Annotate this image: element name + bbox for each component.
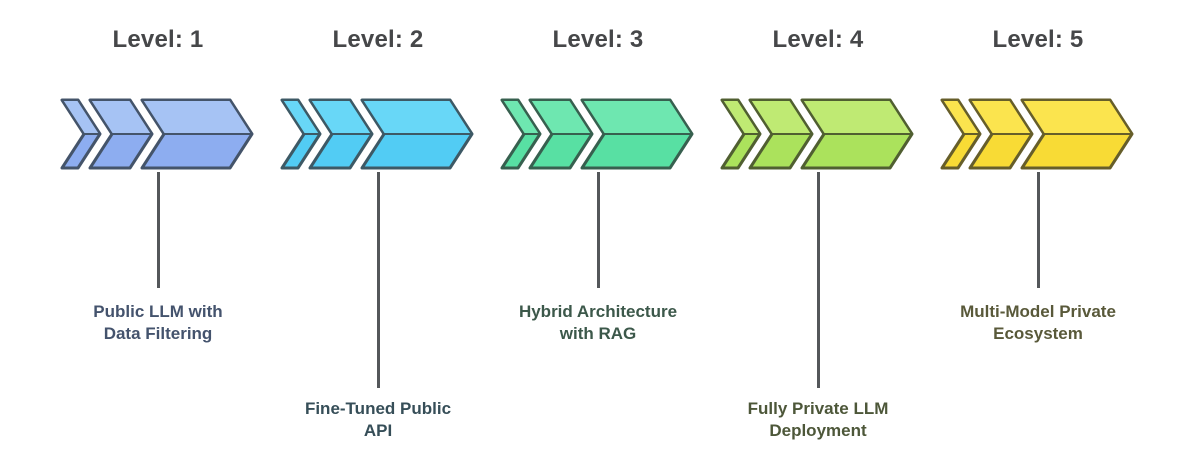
- level-label: Public LLM with Data Filtering: [48, 301, 268, 345]
- level-group-5: Level: 5 Multi-Model Private Ecosystem: [928, 0, 1148, 465]
- level-label-line-2: API: [363, 421, 393, 440]
- chevron-small-highlight: [281, 99, 321, 135]
- chevron-medium-highlight: [969, 99, 1033, 135]
- chevron-arrows-icon: [940, 98, 1134, 170]
- level-label: Fine-Tuned Public API: [268, 398, 488, 442]
- connector-line: [596, 172, 600, 288]
- level-title: Level: 4: [772, 26, 864, 53]
- level-label-line-1: Hybrid Architecture: [518, 302, 678, 321]
- level-label: Multi-Model Private Ecosystem: [928, 301, 1148, 345]
- chevron-medium-highlight: [749, 99, 813, 135]
- level-title: Level: 2: [332, 26, 424, 53]
- chevron-small-highlight: [61, 99, 101, 135]
- chevron-medium-highlight: [309, 99, 373, 135]
- chevron-medium-highlight: [89, 99, 153, 135]
- level-label-line-2: Deployment: [769, 421, 867, 440]
- chevron-small-highlight: [721, 99, 761, 135]
- chevron-large-highlight: [581, 99, 693, 135]
- level-label-line-1: Fine-Tuned Public: [304, 399, 452, 418]
- level-group-2: Level: 2 Fine-Tuned Public API: [268, 0, 488, 465]
- chevron-large-highlight: [141, 99, 253, 135]
- level-label-line-2: Data Filtering: [103, 324, 213, 343]
- level-title: Level: 3: [552, 26, 644, 53]
- level-label-line-1: Multi-Model Private: [960, 302, 1116, 321]
- level-label-line-2: Ecosystem: [993, 324, 1083, 343]
- chevron-large-highlight: [361, 99, 473, 135]
- level-group-1: Level: 1 Public LLM with Data Filtering: [48, 0, 268, 465]
- chevron-arrows-icon: [500, 98, 694, 170]
- connector-line: [156, 172, 160, 288]
- connector-line: [816, 172, 820, 388]
- chevron-arrows-icon: [720, 98, 914, 170]
- chevron-arrows-icon: [60, 98, 254, 170]
- chevron-large-highlight: [1021, 99, 1133, 135]
- chevron-large-highlight: [801, 99, 913, 135]
- level-label-line-2: with RAG: [559, 324, 637, 343]
- level-label-line-1: Public LLM with: [93, 302, 223, 321]
- level-label-line-1: Fully Private LLM: [747, 399, 889, 418]
- chevron-arrows-icon: [280, 98, 474, 170]
- level-title: Level: 5: [992, 26, 1084, 53]
- level-group-3: Level: 3 Hybrid Architecture with RAG: [488, 0, 708, 465]
- chevron-small-highlight: [501, 99, 541, 135]
- chevron-medium-highlight: [529, 99, 593, 135]
- level-title: Level: 1: [112, 26, 204, 53]
- level-group-4: Level: 4 Fully Private LLM Deployment: [708, 0, 928, 465]
- connector-line: [1036, 172, 1040, 288]
- level-label: Hybrid Architecture with RAG: [488, 301, 708, 345]
- chevron-small-highlight: [941, 99, 981, 135]
- level-label: Fully Private LLM Deployment: [708, 398, 928, 442]
- connector-line: [376, 172, 380, 388]
